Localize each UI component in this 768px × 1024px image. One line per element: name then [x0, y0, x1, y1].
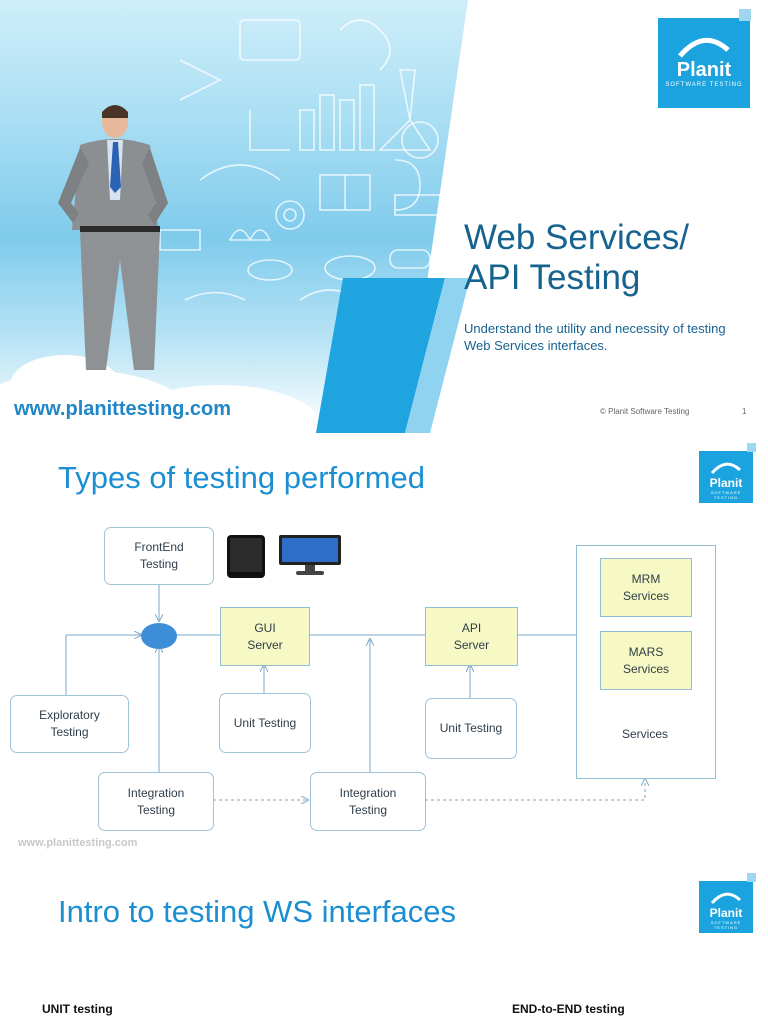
hero-image: www.planittesting.com [0, 0, 470, 433]
node-exploratory-testing: Exploratory Testing [10, 695, 129, 753]
mobile-device-icon [227, 535, 265, 578]
node-api-server: API Server [425, 607, 518, 666]
planit-logo: Planit SOFTWARE TESTING [699, 451, 753, 503]
slide-title: Intro to testing WS interfaces [58, 894, 457, 929]
node-services: Services [621, 727, 668, 741]
intro-slide: Intro to testing WS interfaces Planit SO… [0, 872, 768, 1024]
logo-accent [747, 443, 756, 452]
copyright: © Planit Software Testing [600, 407, 690, 416]
slide-title: Types of testing performed [58, 460, 426, 495]
businessman-figure [58, 105, 168, 370]
sketch-doodles [159, 19, 441, 301]
node-mrm-services: MRM Services [600, 558, 692, 617]
website-link[interactable]: www.planittesting.com [14, 398, 232, 420]
slanted-divider [316, 0, 768, 433]
node-unit-testing-api: Unit Testing [425, 698, 517, 759]
logo-accent [739, 9, 751, 21]
planit-logo: Planit SOFTWARE TESTING [699, 881, 753, 933]
node-integration-testing-1: Integration Testing [98, 772, 214, 831]
monitor-icon [279, 535, 341, 575]
planit-logo: Planit SOFTWARE TESTING [658, 18, 750, 108]
logo-swoosh-icon [710, 462, 742, 475]
title-slide: www.planittesting.com Planit SOFTWARE TE… [0, 0, 768, 433]
node-gui-server: GUI Server [220, 607, 310, 666]
logo-swoosh-icon [710, 892, 742, 905]
node-mars-services: MARS Services [600, 631, 692, 690]
slide-subtitle: Understand the utility and necessity of … [464, 321, 726, 353]
website-watermark: www.planittesting.com [18, 837, 138, 849]
slide-title: Web Services/ API Testing [464, 218, 689, 297]
caption-unit-testing: UNIT testing [42, 1002, 113, 1016]
caption-end-to-end-testing: END-to-END testing [512, 1002, 625, 1016]
logo-swoosh-icon [678, 38, 730, 58]
node-unit-testing-gui: Unit Testing [219, 693, 311, 753]
logo-accent [747, 873, 756, 882]
node-frontend-testing: FrontEnd Testing [104, 527, 214, 585]
page-number: 1 [742, 407, 747, 416]
diagram-slide: Types of testing performed Planit SOFTWA… [0, 440, 768, 865]
node-integration-testing-2: Integration Testing [310, 772, 426, 831]
